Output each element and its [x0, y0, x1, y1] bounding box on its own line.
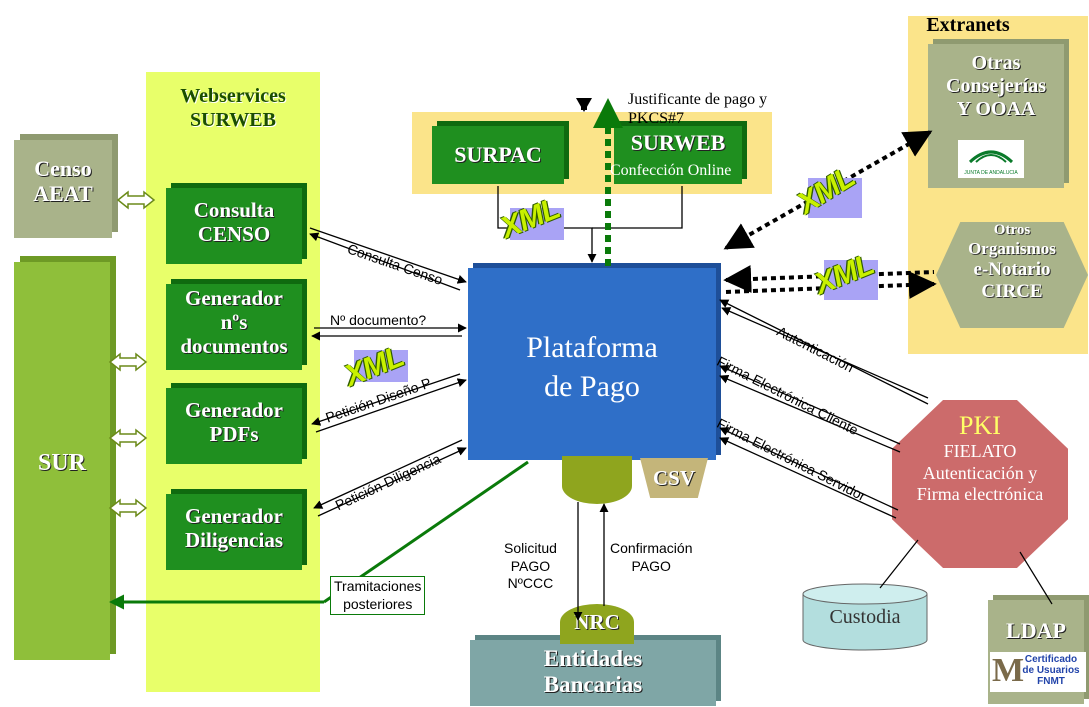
csv-shape	[640, 458, 708, 498]
pki-octagon	[892, 400, 1068, 568]
consulta-censo-box	[166, 188, 302, 264]
generador-pdfs-box	[166, 388, 302, 464]
otros-organismos-hex	[936, 222, 1088, 328]
xml-badge-left-bg	[354, 350, 408, 382]
webservices-title: Webservices SURWEB	[180, 85, 286, 131]
pki-label: PKI FIELATO Autenticación y Firma electr…	[916, 411, 1044, 505]
surpac-box	[432, 126, 564, 184]
webservices-panel	[146, 72, 320, 692]
censo-aeat-box	[14, 140, 112, 238]
flow-n-documento: Nº documento?	[330, 312, 427, 328]
xml-badge-top-bg	[510, 208, 564, 240]
extranets-title: Extranets	[926, 14, 1010, 36]
surweb-label: SURWEB	[630, 130, 726, 155]
surweb-box	[614, 126, 742, 184]
surweb-sublabel: Confección Online	[610, 162, 732, 179]
custodia-cylinder	[802, 583, 928, 651]
generador-documentos-box	[166, 284, 302, 370]
csv-label: CSV	[652, 466, 695, 490]
fnmt-m-icon: M	[992, 652, 1025, 689]
sur-label: SUR	[37, 450, 86, 476]
xml-badge-right-bg	[824, 260, 878, 300]
junta-logo: JUNTA DE ANDALUCIA	[958, 140, 1024, 178]
plataforma-box	[468, 268, 716, 460]
otros-organismos-label: Otros Organismos e-Notario CIRCE	[968, 222, 1056, 302]
nrc-shape	[560, 604, 634, 644]
generador-diligencias-box	[166, 494, 302, 570]
entidades-box	[470, 640, 716, 706]
junta-logo-icon	[968, 150, 1014, 164]
custodia-label: Custodia	[829, 606, 901, 628]
surpac-label: SURPAC	[454, 142, 542, 167]
ldap-label: LDAP	[1006, 618, 1066, 643]
xml-badge-upper-right-bg	[808, 178, 862, 218]
cylinder-connector	[562, 456, 632, 504]
sur-box	[14, 262, 110, 660]
